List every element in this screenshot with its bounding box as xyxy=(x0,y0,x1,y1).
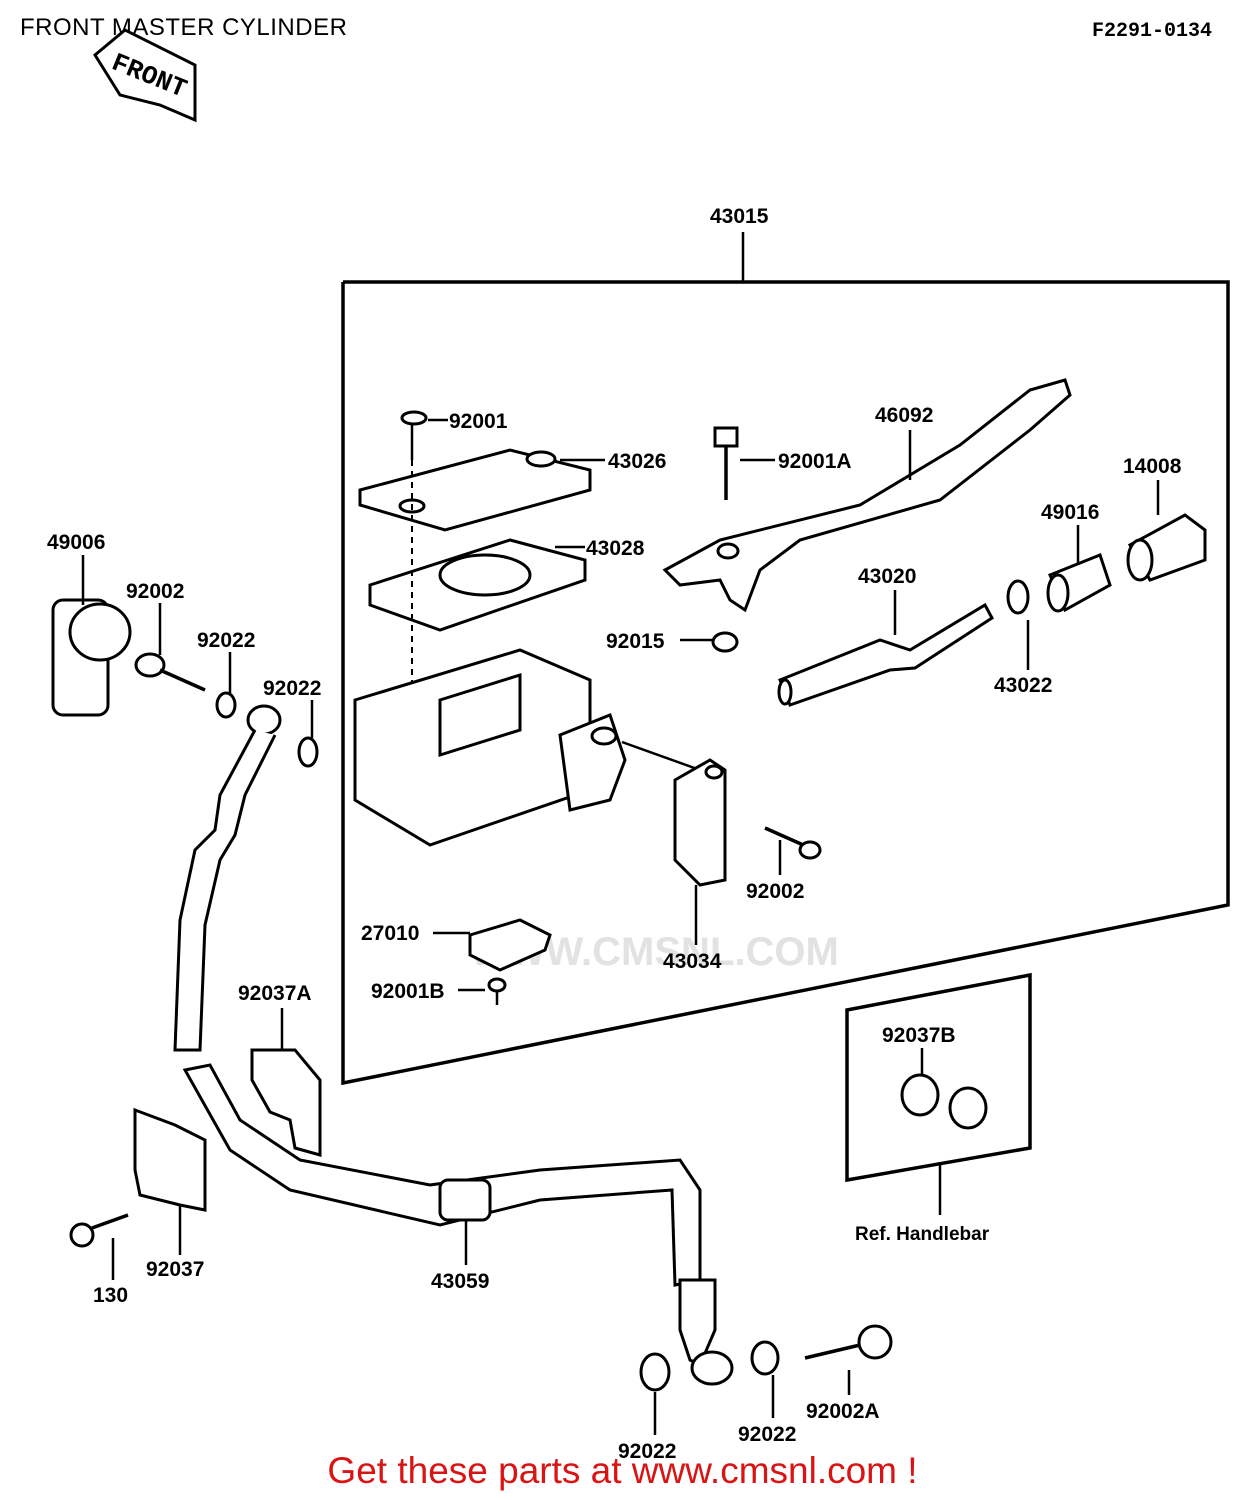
cover-49006-part xyxy=(51,598,132,717)
washer-92022-d-part xyxy=(750,1340,780,1376)
part-label-27010: 27010 xyxy=(361,922,419,945)
part-label-92022-d: 92022 xyxy=(738,1423,796,1446)
washer-43022-part xyxy=(1006,579,1030,615)
ref-handlebar-label: Ref. Handlebar xyxy=(855,1224,990,1245)
washer-92022-b-part xyxy=(297,736,319,768)
part-label-92037B: 92037B xyxy=(882,1024,956,1047)
part-label-49016: 49016 xyxy=(1041,501,1099,524)
brake-hose-part xyxy=(173,704,734,1386)
part-label-92002A: 92002A xyxy=(806,1400,880,1423)
part-label-92022-a: 92022 xyxy=(197,629,255,652)
assembly-frame xyxy=(341,232,1230,1086)
part-label-92002-mid: 92002 xyxy=(746,880,804,903)
nut-92015-part xyxy=(711,631,739,653)
part-label-43034: 43034 xyxy=(663,950,722,973)
part-label-92015: 92015 xyxy=(606,630,665,653)
banjo-bolt-92002A-part xyxy=(804,1324,893,1360)
part-label-43026: 43026 xyxy=(608,450,666,473)
part-label-46092: 46092 xyxy=(875,404,933,427)
part-label-43020: 43020 xyxy=(858,565,916,588)
dust-boot-part xyxy=(1046,553,1112,613)
figure-code: F2291-0134 xyxy=(1091,20,1212,43)
switch-27010-part xyxy=(468,918,552,1005)
part-label-43022: 43022 xyxy=(994,674,1052,697)
footer-link[interactable]: Get these parts at www.cmsnl.com ! xyxy=(327,1450,918,1491)
banjo-bolt-92002-part xyxy=(134,652,206,692)
master-cylinder-body xyxy=(353,648,627,847)
part-label-43059: 43059 xyxy=(431,1270,489,1293)
pivot-bolt-part xyxy=(713,426,739,500)
part-label-92022-c: 92022 xyxy=(618,1440,676,1463)
part-label-92001B: 92001B xyxy=(371,980,445,1003)
part-labels: 43015 92001 43026 92001A 46092 14008 490… xyxy=(47,205,1182,1463)
part-label-92037: 92037 xyxy=(146,1258,204,1281)
page-title: FRONT MASTER CYLINDER xyxy=(20,14,348,41)
part-label-92001: 92001 xyxy=(449,410,508,433)
bolt-130-part xyxy=(69,1213,129,1248)
clamp-43034-part xyxy=(673,758,727,887)
part-label-130: 130 xyxy=(93,1284,128,1307)
diaphragm-part xyxy=(368,538,587,632)
part-label-49006: 49006 xyxy=(47,531,105,554)
part-label-43028: 43028 xyxy=(586,537,645,560)
screw-92001-part xyxy=(400,410,428,460)
part-label-92002-top: 92002 xyxy=(126,580,184,603)
handlebar-ref-box xyxy=(845,972,1032,1215)
reservoir-cap-part xyxy=(358,448,592,532)
washer-92022-c-part xyxy=(639,1352,671,1392)
front-arrow: FRONT xyxy=(93,28,197,123)
bolt-92002-mid-part xyxy=(764,826,822,860)
cover-14008-part xyxy=(1126,513,1207,582)
leader-lines xyxy=(81,418,1160,1435)
washer-92022-a-part xyxy=(215,691,237,719)
piston-part xyxy=(777,602,994,707)
part-label-14008: 14008 xyxy=(1123,455,1182,478)
part-label-92037A: 92037A xyxy=(238,982,312,1005)
part-label-92022-b: 92022 xyxy=(263,677,321,700)
part-label-92001A: 92001A xyxy=(778,450,852,473)
bracket-92037-part xyxy=(133,1107,207,1212)
part-label-43015: 43015 xyxy=(710,205,769,228)
bracket-92037A-part xyxy=(250,1048,322,1157)
